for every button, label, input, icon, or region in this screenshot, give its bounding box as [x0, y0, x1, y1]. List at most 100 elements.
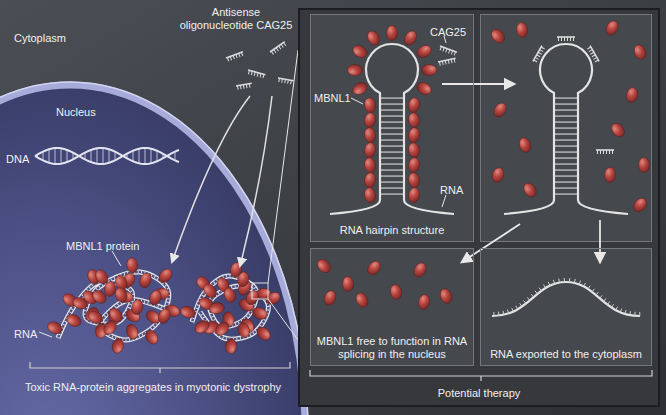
mbnl1-protein [604, 167, 616, 182]
illustration-part [535, 291, 538, 294]
antisense-oligo [277, 78, 293, 85]
antisense-oligo [587, 46, 599, 64]
illustration-part [443, 48, 444, 52]
illustration-part [507, 310, 508, 314]
antisense-oligo [438, 58, 456, 66]
illustration-part [603, 150, 604, 154]
mbnl1-protein [438, 287, 453, 305]
illustration-part [554, 187, 578, 188]
mbnl1-protein [126, 257, 139, 273]
illustration-part [620, 309, 621, 313]
illustration-part [524, 300, 526, 303]
illustration-part [440, 46, 457, 52]
illustration-part [516, 306, 518, 309]
mbnl1-protein [407, 142, 420, 159]
mbnl1-protein [521, 181, 539, 200]
illustration-part [504, 44, 628, 214]
therapy-panel: Potential therapyRNA hairpin structureMB… [298, 8, 660, 407]
illustration-part [570, 37, 571, 41]
illustration-part [512, 308, 514, 312]
mbnl1-protein [208, 301, 225, 315]
illustration-part [543, 285, 545, 288]
mbnl1-protein [407, 97, 420, 114]
mbnl1-protein [125, 323, 140, 341]
illustration-part [625, 310, 626, 314]
illustration-part [592, 55, 595, 57]
illustration-part [58, 272, 172, 340]
dna-helix [35, 148, 179, 164]
illustration-part [554, 109, 578, 110]
illustration-part [590, 46, 599, 62]
mbnl1-protein [65, 312, 83, 329]
illustration-part [278, 78, 280, 82]
mbnl1-protein [407, 112, 420, 129]
callout-label: RNA [14, 328, 37, 341]
illustration-part [600, 295, 603, 298]
illustration-part [276, 48, 278, 51]
mbnl1-protein [415, 80, 433, 97]
mbnl1-protein [113, 286, 129, 304]
mbnl1-protein [348, 65, 363, 76]
mbnl1-protein [604, 19, 621, 37]
molecule-label: Antisense oligonucleotide CAG25 [176, 6, 296, 32]
illustration-part [554, 181, 578, 182]
leader-line [268, 299, 298, 340]
callout-label: MBNL1 [314, 92, 351, 105]
mbnl1-protein [222, 286, 238, 304]
mbnl1-protein [417, 293, 431, 310]
mbnl1-protein [193, 318, 212, 336]
leader-line [351, 98, 363, 104]
illustration-part [554, 163, 578, 164]
leader-line [39, 332, 52, 337]
free-proteins [315, 257, 454, 311]
illustration-part [593, 57, 596, 59]
illustration-part [380, 187, 404, 188]
label-holder: RNA [440, 180, 463, 198]
illustration-part [634, 312, 635, 316]
illustration-part [540, 50, 543, 52]
illustration-part [58, 272, 172, 340]
illustration-part [248, 70, 249, 74]
mbnl1-protein [638, 157, 650, 173]
illustration-part [281, 44, 283, 47]
mbnl1-protein [363, 97, 376, 114]
mbnl1-protein [389, 284, 403, 301]
illustration-part [440, 47, 441, 51]
label-holder: Toxic RNA-protein aggregates in myotonic… [12, 377, 294, 395]
callout-label: RNA [440, 184, 463, 197]
zoom-box [252, 283, 268, 299]
mbnl1-protein [363, 127, 376, 144]
mbnl1-protein [225, 338, 237, 353]
antisense-oligo [226, 52, 244, 62]
mbnl1-protein [236, 321, 251, 339]
illustration-part [493, 312, 494, 316]
mbnl1-protein [363, 172, 376, 189]
illustration-part [281, 79, 283, 83]
mbnl1-protein [148, 289, 163, 307]
illustration-part [43, 152, 44, 161]
mbnl1-protein [407, 127, 420, 144]
illustration-part [589, 50, 592, 52]
illustration-part [380, 169, 404, 170]
arrow [240, 96, 272, 266]
illustration-part [133, 151, 134, 162]
illustration-part [242, 52, 243, 56]
illustration-part [498, 312, 500, 316]
illustration-part [535, 57, 538, 59]
illustration-part [492, 282, 640, 316]
illustration-part [438, 58, 456, 62]
illustration-part [55, 148, 56, 164]
mbnl1-protein [412, 261, 429, 279]
illustration-part [439, 62, 441, 66]
illustration-part [260, 73, 261, 77]
label-holder: CAG25 [430, 22, 466, 40]
antisense-oligo [533, 46, 545, 64]
illustration-part [279, 46, 281, 49]
illustration-part [284, 43, 286, 46]
illustration-part [236, 54, 237, 58]
mbnl1-protein [93, 268, 110, 287]
illustration-part [548, 282, 550, 286]
illustration-part [103, 148, 104, 164]
illustration-part [380, 139, 404, 140]
step-arrow [442, 83, 514, 85]
